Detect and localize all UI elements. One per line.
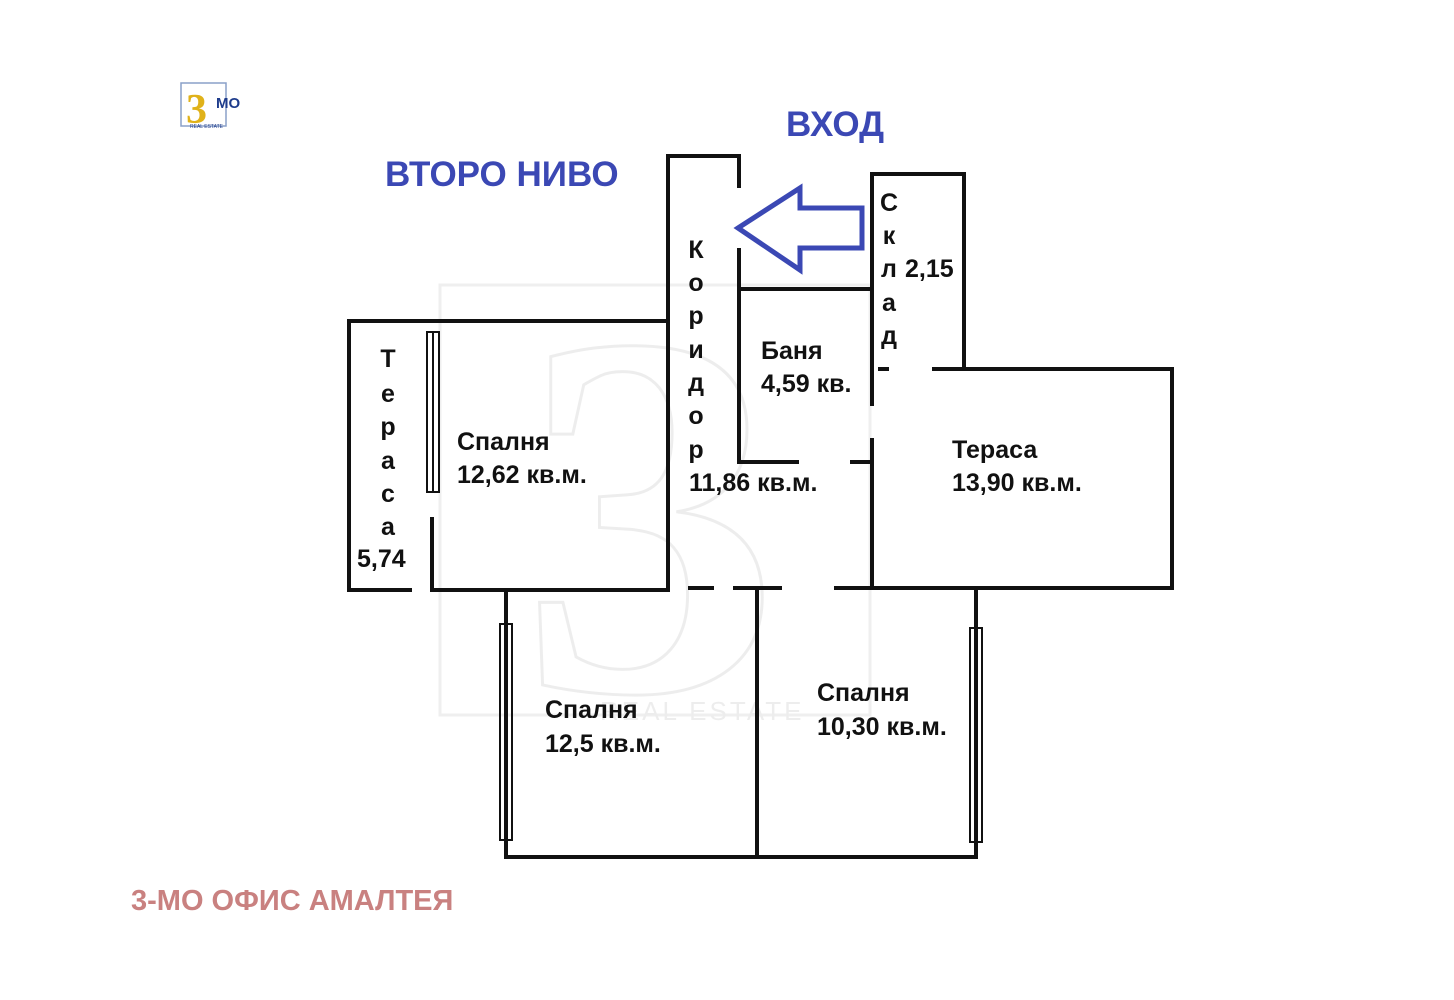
room-bedroom-3: Спалня 10,30 кв.м. bbox=[817, 679, 947, 741]
room-bathroom: Баня 4,59 кв. bbox=[761, 337, 851, 398]
corridor-letter: и bbox=[688, 336, 703, 364]
terrace-right-area: 13,90 кв.м. bbox=[952, 469, 1082, 497]
terrace-left-letter: а bbox=[381, 447, 396, 475]
corridor-letter: о bbox=[688, 269, 703, 297]
storage-letter: д bbox=[881, 322, 897, 350]
room-terrace-right: Тераса 13,90 кв.м. bbox=[952, 436, 1082, 497]
terrace-left-letter: е bbox=[381, 380, 395, 408]
terrace-left-area: 5,74 bbox=[357, 545, 406, 573]
terrace-left-letter: Т bbox=[380, 345, 395, 373]
bedroom-3-name: Спалня bbox=[817, 679, 910, 707]
corridor-letter: о bbox=[688, 402, 703, 430]
bedroom-2-area: 12,5 кв.м. bbox=[545, 730, 661, 758]
storage-letter: С bbox=[880, 189, 898, 217]
bedroom-1-name: Спалня bbox=[457, 428, 550, 456]
bedroom-2-name: Спалня bbox=[545, 696, 638, 724]
left-arrow-icon bbox=[733, 183, 865, 275]
bathroom-area: 4,59 кв. bbox=[761, 370, 851, 398]
company-logo: 3 MO REAL ESTATE bbox=[180, 82, 240, 133]
room-terrace-left: Т е р а с а 5,74 bbox=[357, 345, 406, 573]
level-heading: ВТОРО НИВО bbox=[385, 155, 619, 194]
storage-area: 2,15 bbox=[905, 255, 954, 283]
terrace-left-letter: р bbox=[380, 413, 395, 441]
corridor-letter: д bbox=[688, 369, 704, 397]
room-bedroom-2: Спалня 12,5 кв.м. bbox=[545, 696, 661, 758]
room-storage: С к л а д 2,15 bbox=[880, 189, 954, 350]
bedroom-1-area: 12,62 кв.м. bbox=[457, 461, 587, 489]
office-caption: 3-МО ОФИС АМАЛТЕЯ bbox=[131, 885, 453, 917]
storage-letter: к bbox=[883, 222, 896, 250]
corridor-letter: К bbox=[688, 236, 704, 264]
terrace-left-letter: с bbox=[381, 480, 395, 508]
logo-tagline: REAL ESTATE bbox=[190, 124, 224, 130]
corridor-letter: р bbox=[688, 436, 703, 464]
room-bedroom-1: Спалня 12,62 кв.м. bbox=[457, 428, 587, 489]
room-corridor: К о р и д о р 11,86 кв.м. bbox=[688, 236, 817, 497]
storage-letter: а bbox=[882, 289, 897, 317]
logo-numeral: 3 bbox=[186, 87, 207, 133]
bathroom-name: Баня bbox=[761, 337, 823, 365]
logo-suffix: MO bbox=[216, 95, 240, 112]
terrace-left-letter: а bbox=[381, 513, 396, 541]
bedroom-3-area: 10,30 кв.м. bbox=[817, 713, 947, 741]
watermark-tagline: REAL ESTATE bbox=[600, 696, 804, 726]
entrance-heading: ВХОД bbox=[786, 105, 884, 144]
corridor-area: 11,86 кв.м. bbox=[689, 469, 817, 497]
terrace-right-name: Тераса bbox=[952, 436, 1038, 464]
storage-letter: л bbox=[881, 255, 897, 283]
windows bbox=[426, 331, 983, 843]
corridor-letter: р bbox=[688, 302, 703, 330]
